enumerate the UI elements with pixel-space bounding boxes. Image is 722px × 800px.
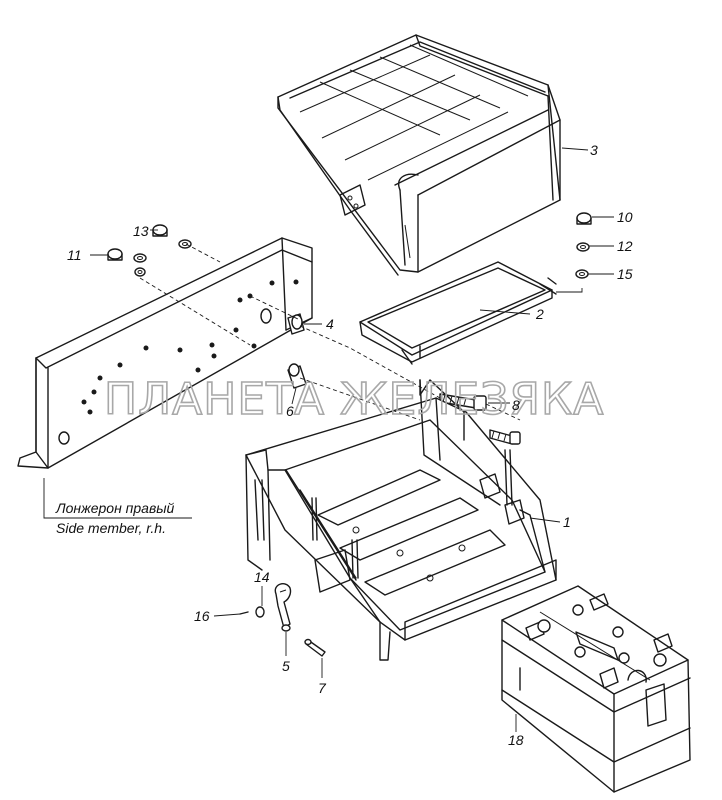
- battery-cover: [277, 34, 561, 276]
- nut-left-13: [152, 224, 168, 237]
- washer-right-15: [575, 269, 589, 279]
- label-3: 3: [590, 142, 598, 158]
- label-8: 8: [512, 397, 520, 413]
- leader-lines: [43, 147, 614, 732]
- label-13: 13: [133, 223, 149, 239]
- washer-left-c: [134, 267, 146, 277]
- side-member: [17, 237, 313, 469]
- battery: [501, 585, 691, 793]
- label-5: 5: [282, 658, 290, 674]
- label-10: 10: [617, 209, 633, 225]
- label-1: 1: [563, 514, 571, 530]
- cotter-pin-16: [239, 611, 249, 615]
- label-16: 16: [194, 608, 210, 624]
- label-15: 15: [617, 266, 633, 282]
- bushing-4: [287, 313, 305, 335]
- washer-left-b: [178, 239, 192, 249]
- nut-left-11: [107, 248, 123, 261]
- bushing-6: [287, 363, 307, 389]
- caption-en: Side member, r.h.: [56, 520, 166, 536]
- washer-left-a: [133, 253, 147, 263]
- label-7: 7: [318, 680, 327, 696]
- label-18: 18: [508, 732, 524, 748]
- nut-right: [576, 212, 592, 225]
- watermark-text: ПЛАНЕТА ЖЕЛЕЗЯКА: [104, 374, 604, 425]
- bolt-8-lower: [489, 429, 521, 445]
- label-4: 4: [326, 316, 334, 332]
- washer-right-12: [576, 242, 590, 252]
- assembly-lines: [139, 243, 521, 421]
- caption-ru: Лонжерон правый: [55, 500, 175, 516]
- battery-tray: [245, 379, 557, 661]
- clamp-frame: [359, 261, 557, 365]
- side-member-holes: [81, 279, 299, 415]
- label-12: 12: [617, 238, 633, 254]
- washer-14: [255, 606, 265, 618]
- pin: [304, 638, 326, 657]
- label-6: 6: [286, 403, 294, 419]
- label-2: 2: [535, 306, 544, 322]
- latch-handle: [274, 583, 292, 632]
- part-labels: 1 2 3 4 5 6 7 8 10 11 12 13 14 15 16 18: [67, 142, 633, 748]
- label-11: 11: [67, 247, 82, 263]
- label-14: 14: [254, 569, 270, 585]
